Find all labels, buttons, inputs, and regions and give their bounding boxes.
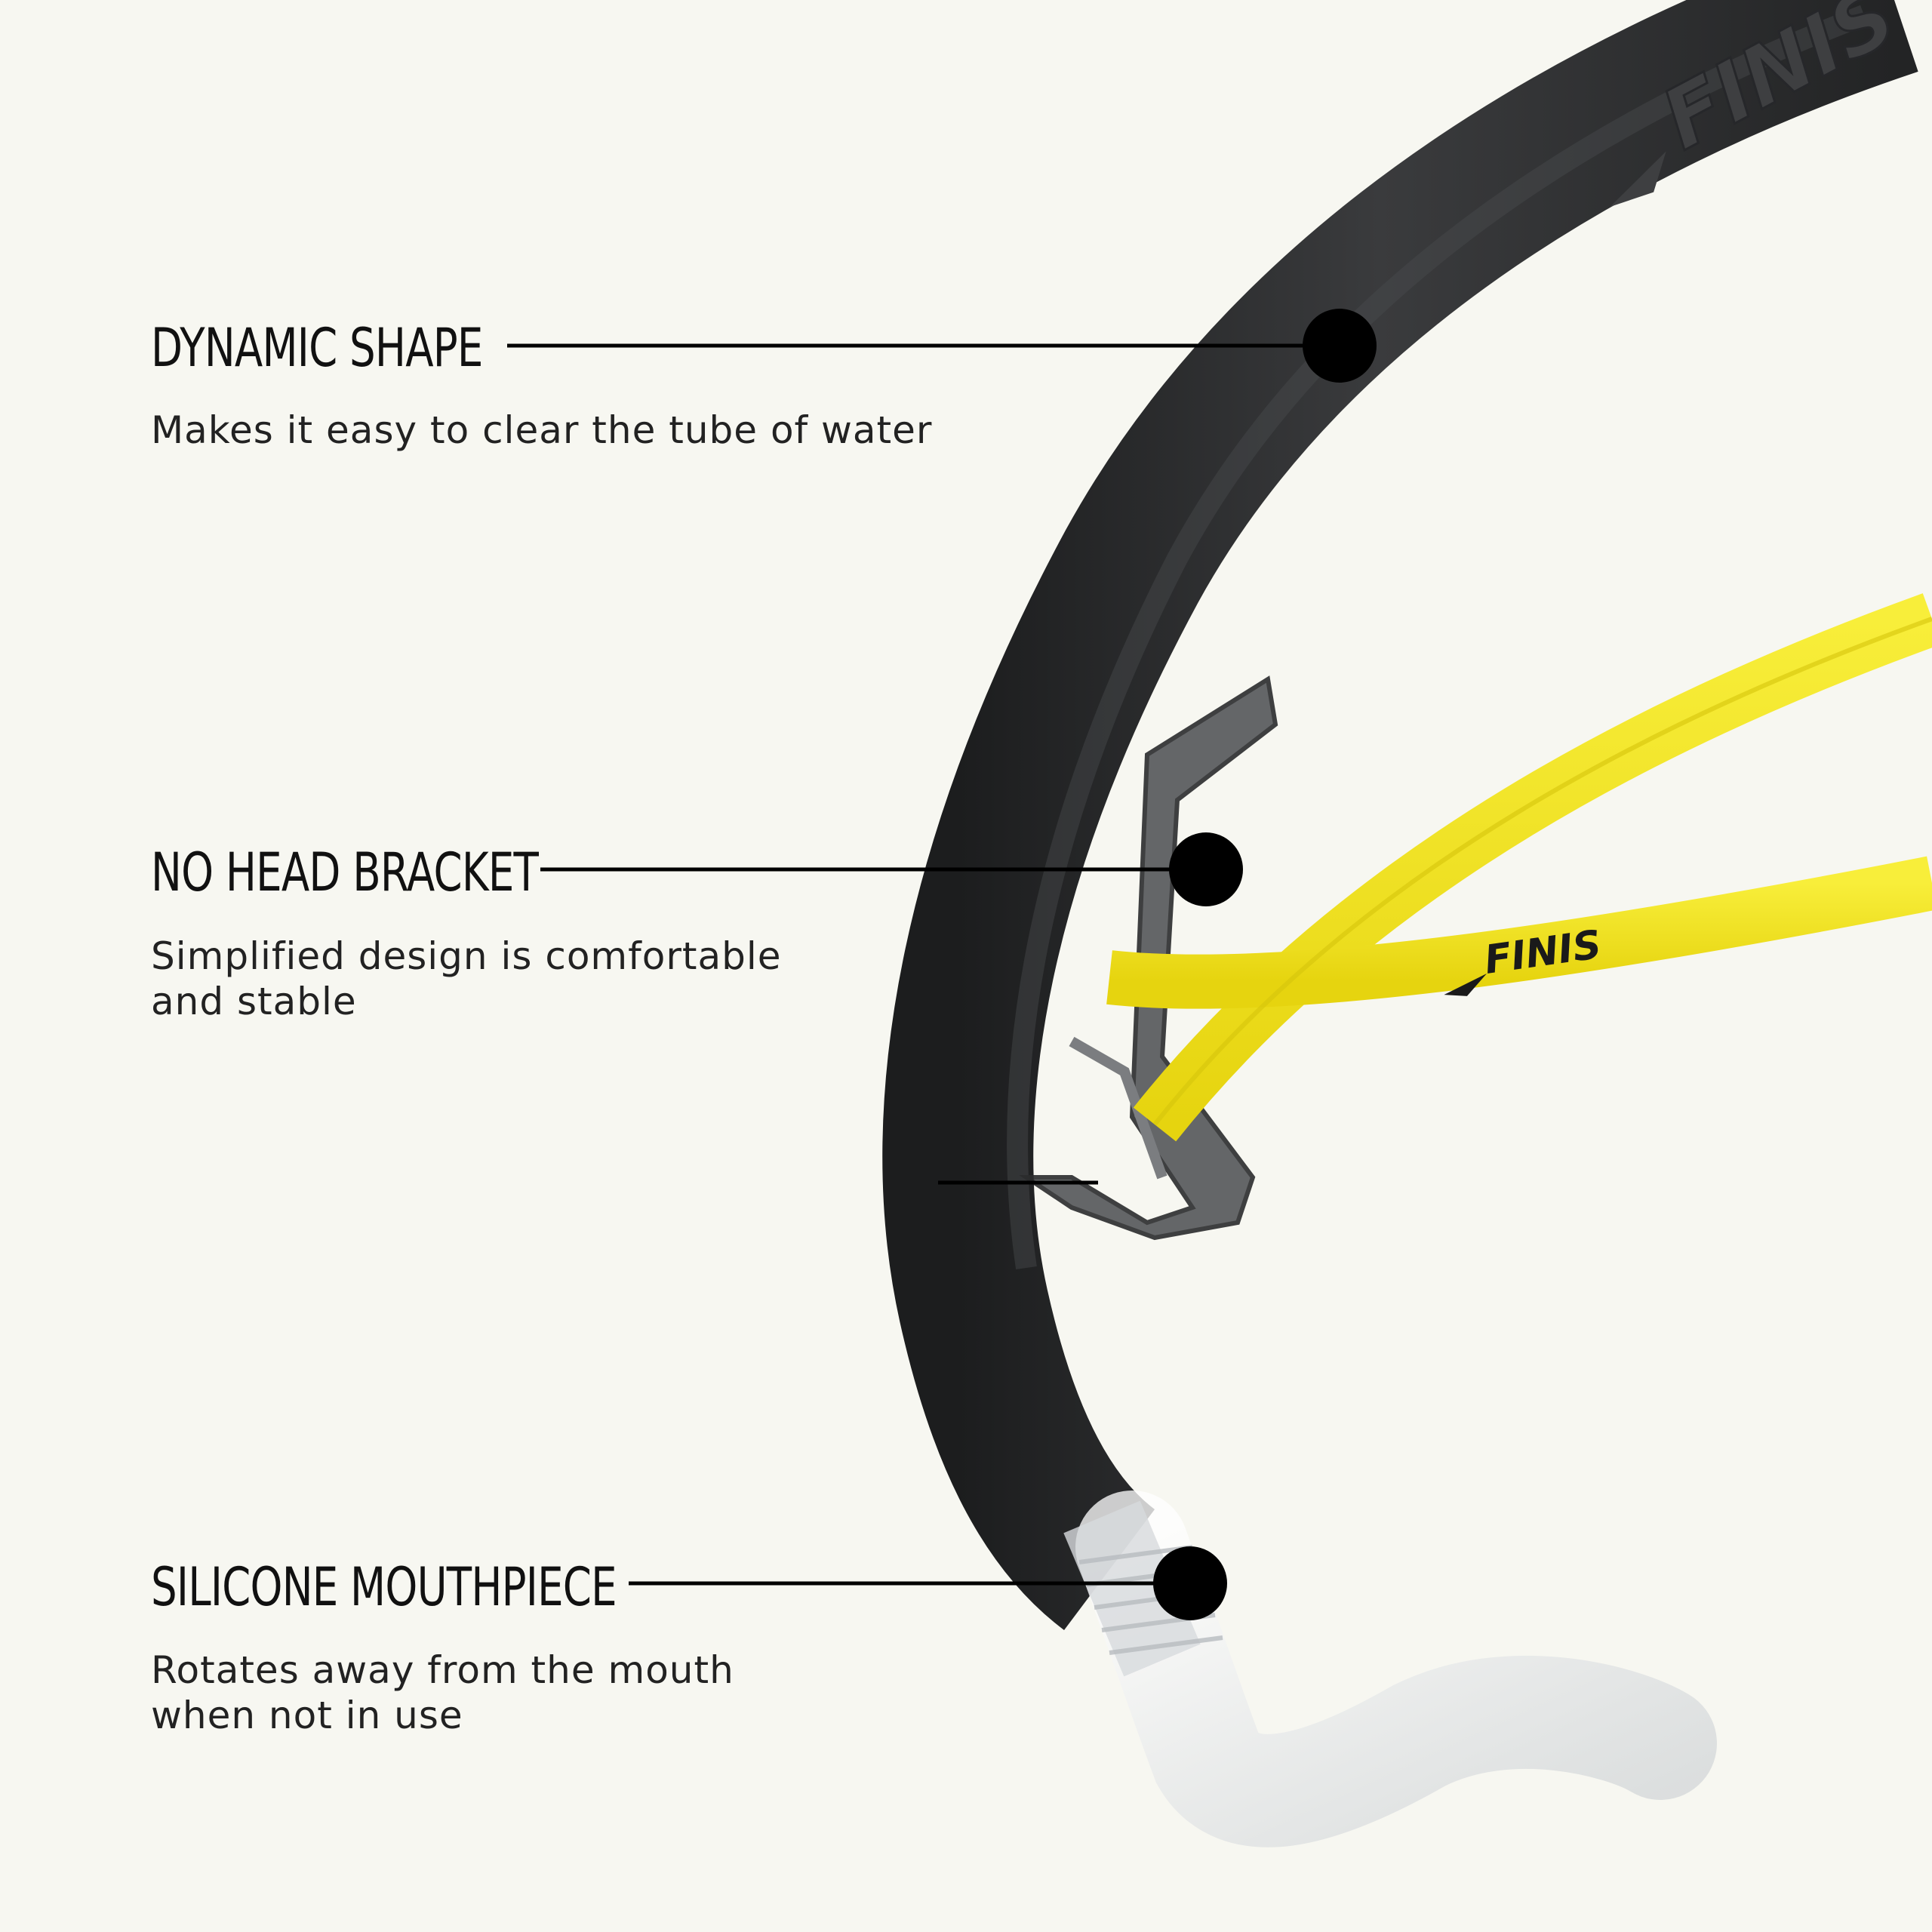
desc-line: when not in use: [151, 1694, 463, 1737]
desc-line: Rotates away from the mouth: [151, 1648, 734, 1692]
tube-highlight: [1007, 5, 1869, 1270]
snorkel-tube: [882, 0, 1918, 1630]
desc-line: Makes it easy to clear the tube of water: [151, 408, 933, 452]
callout-desc-dynamic-shape: Makes it easy to clear the tube of water: [151, 408, 932, 453]
strap-lower: [1106, 856, 1932, 1009]
desc-line: Simplified design is comfortable: [151, 934, 782, 978]
callout-desc-silicone-mouthpiece: Rotates away from the mouth when not in …: [151, 1647, 734, 1738]
mouthpiece: [1075, 1491, 1717, 1847]
callout-title-dynamic-shape: DYNAMIC SHAPE: [151, 317, 483, 379]
callout-title-no-head-bracket: NO HEAD BRACKET: [151, 841, 539, 903]
callout-dot-bracket: [1169, 832, 1243, 906]
callout-dot-mouthpiece: [1153, 1546, 1227, 1620]
desc-line: and stable: [151, 980, 357, 1023]
callout-dot-dynamic: [1303, 309, 1377, 383]
callout-desc-no-head-bracket: Simplified design is comfortable and sta…: [151, 934, 782, 1024]
callout-title-silicone-mouthpiece: SILICONE MOUTHPIECE: [151, 1556, 617, 1618]
